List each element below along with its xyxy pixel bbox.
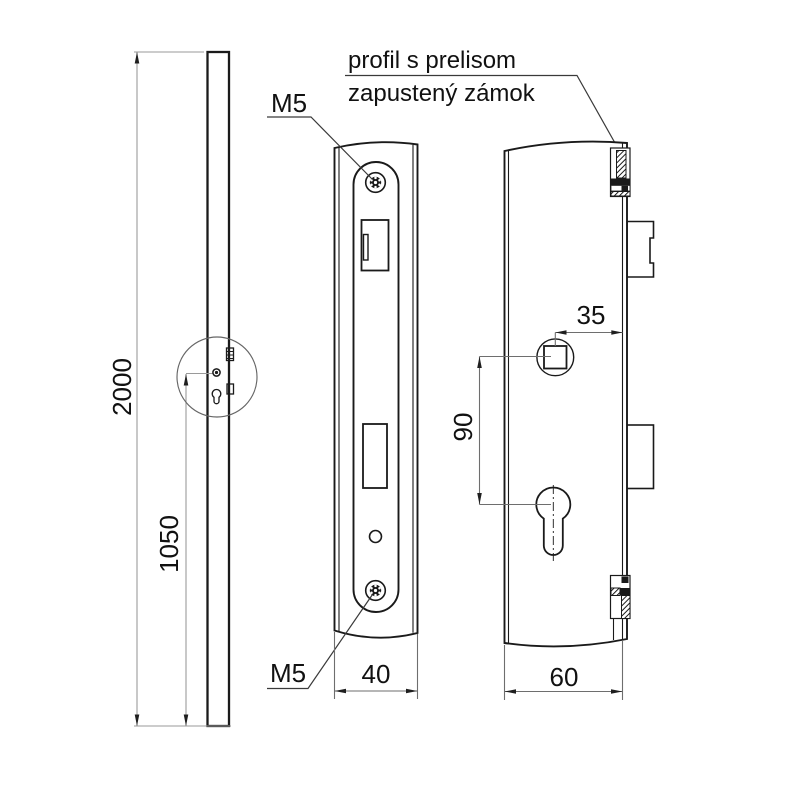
profile-dark-square: [621, 185, 628, 191]
profile-dark-band: [620, 588, 630, 596]
latch-edge-lines: [226, 351, 234, 359]
dim-1050-label: 1050: [154, 515, 184, 573]
spindle-hole-small: [212, 368, 221, 377]
dim-35-label: 35: [577, 300, 606, 330]
callout-line2: zapustený zámok: [348, 80, 536, 107]
deadbolt-edge: [226, 383, 235, 395]
arrow-right-icon: [406, 688, 418, 694]
m5-top-label: M5: [271, 88, 307, 118]
arrow-down-icon: [477, 493, 482, 505]
pointer-lines-90: [479, 355, 551, 506]
latch-bolt: [362, 233, 369, 261]
deadbolt-opening: [362, 423, 388, 489]
faceplate-outline: [333, 141, 419, 639]
cover-side-view: 35 90 60: [448, 140, 655, 700]
m5-top-leader: [267, 116, 373, 180]
faceplate-edge-lines: [338, 144, 414, 633]
arrow-up-icon: [183, 374, 189, 386]
arrow-right-icon: [611, 689, 623, 694]
profile-dark-band: [611, 178, 630, 185]
callout-group: profil s prelisom zapustený zámok: [345, 47, 621, 152]
dim-40-label: 40: [362, 659, 391, 689]
arrow-down-icon: [183, 714, 189, 726]
m5-bottom-callout: M5: [267, 594, 373, 690]
latch-opening: [360, 219, 390, 272]
dim-60-label: 60: [550, 662, 579, 692]
keyhole-icon: [211, 388, 222, 405]
mounting-hole: [368, 529, 383, 544]
arrow-left-icon: [504, 689, 516, 694]
faceplate-front-view: M5 M5 40: [267, 88, 419, 699]
arrow-left-icon: [334, 688, 346, 694]
dim-square-to-cylinder: 90: [448, 355, 551, 506]
dim-lock-center-height: 1050: [154, 372, 213, 726]
profile-hatch-band: [610, 191, 631, 197]
bottom-screw-icon: [364, 579, 387, 602]
cover-outline: [503, 140, 628, 648]
dim-square-to-edge: 35: [554, 300, 623, 346]
profile-hatch-bar: [621, 595, 631, 619]
profile-hatch-square: [610, 587, 621, 596]
spindle-hole-center: [214, 370, 219, 375]
latch-bolt-side: [626, 220, 655, 278]
detail-circle-group: [176, 336, 258, 418]
cover-edge-lines: [507, 142, 624, 644]
arrow-up-icon: [134, 52, 140, 64]
profile-section-bottom: [609, 574, 631, 640]
door-profile-view: 2000 1050: [107, 50, 258, 728]
dim-cover-width: 60: [503, 641, 624, 700]
callout-line1: profil s prelisom: [348, 47, 516, 74]
arrow-right-icon: [611, 330, 623, 335]
detail-circle: [176, 336, 258, 418]
m5-bottom-leader: [267, 594, 373, 690]
profile-dark-square: [621, 576, 629, 583]
dim-faceplate-width: 40: [333, 632, 419, 699]
arrow-down-icon: [134, 714, 140, 726]
extension-lines-60: [503, 641, 624, 700]
m5-top-callout: M5: [267, 88, 373, 180]
deadbolt-side: [625, 424, 655, 490]
extension-lines-40: [333, 632, 419, 699]
profile-section-top: [609, 147, 631, 198]
latch-edge: [225, 347, 235, 362]
lock-body-outline: [352, 161, 400, 613]
euro-cylinder-hole: [535, 486, 572, 556]
m5-bottom-label: M5: [270, 658, 306, 688]
arrow-left-icon: [555, 330, 567, 335]
profile-hatch-bar: [616, 150, 627, 179]
dim-90-label: 90: [448, 413, 478, 442]
dim-2000-label: 2000: [107, 358, 137, 416]
callout-leader-line: [345, 74, 621, 152]
door-profile-bar: [206, 50, 231, 728]
dim-door-height: 2000: [107, 51, 231, 727]
arrow-up-icon: [477, 356, 482, 368]
